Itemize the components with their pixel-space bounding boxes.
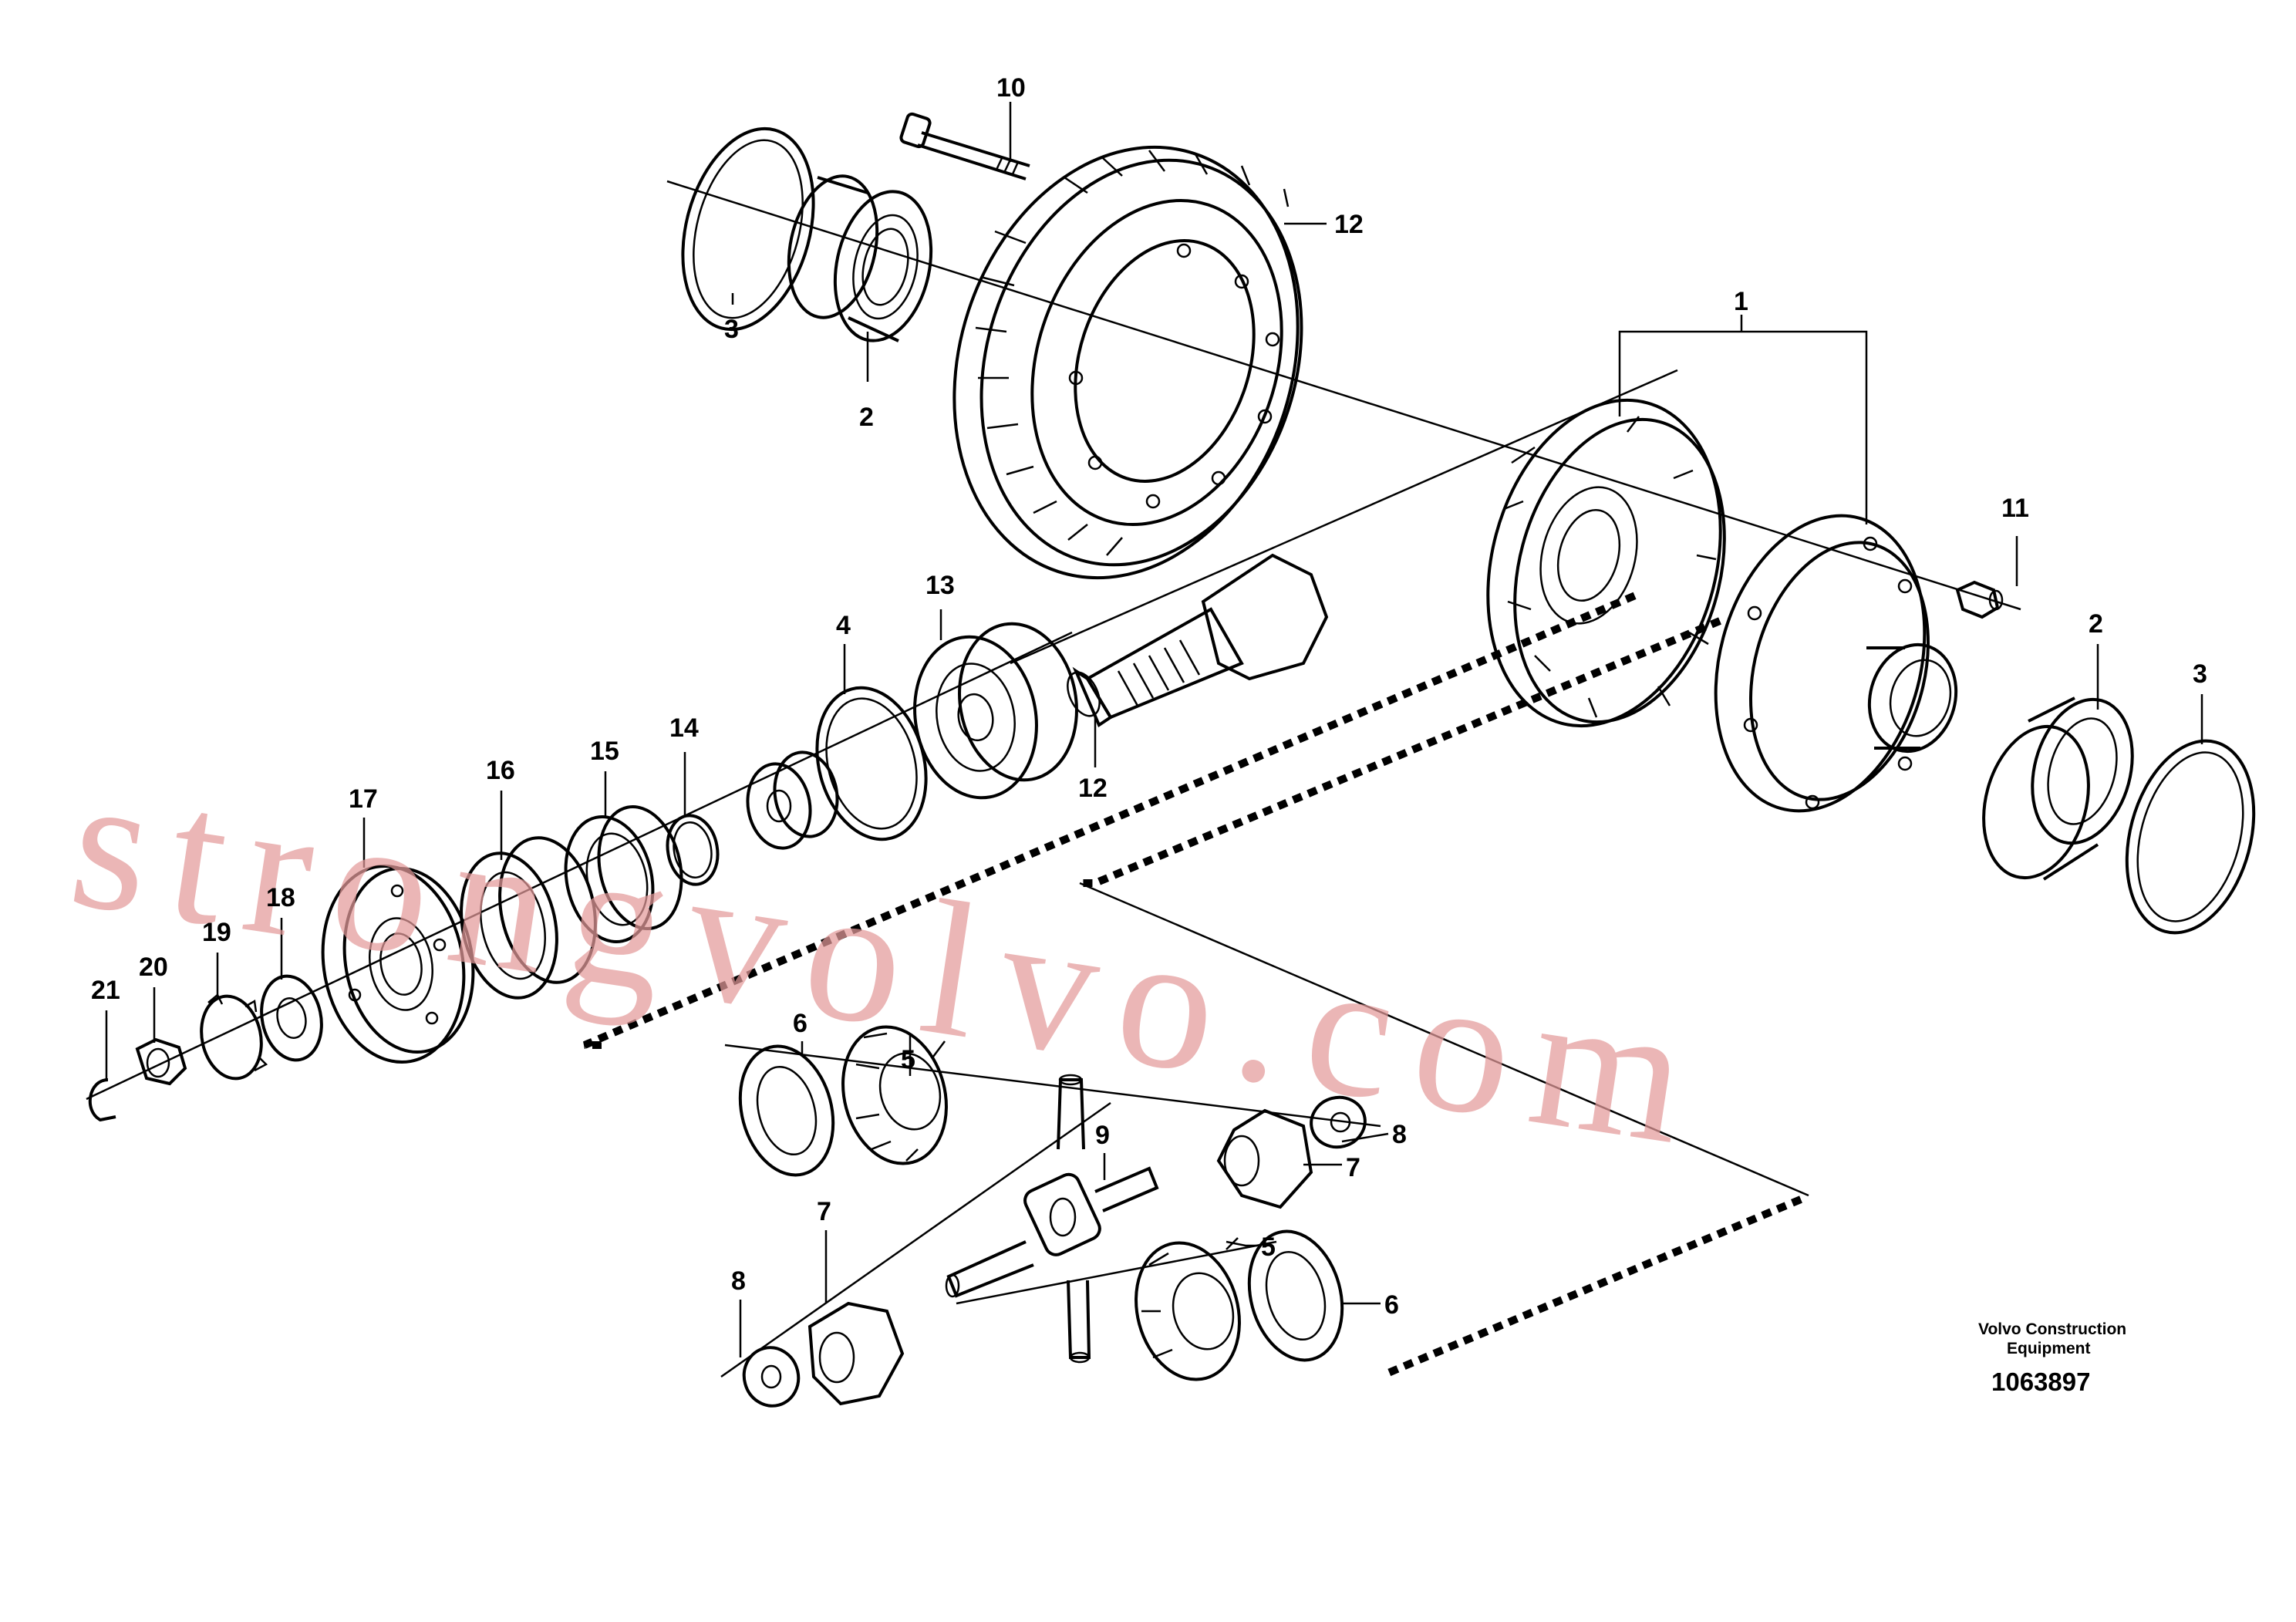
caption-block: Volvo Construction Equipment 1063897: [1978, 1320, 2126, 1396]
spacer: [746, 750, 839, 850]
pinion-gear-7-top: [1216, 1108, 1313, 1209]
callout-labels: 10 12 1 3 2 11 2 3 13 4 12 15 14 16 17 1…: [91, 73, 2207, 1320]
washer-18: [260, 974, 323, 1062]
callout-5-bottom: 5: [1261, 1233, 1276, 1262]
callout-12-pinion: 12: [1078, 774, 1108, 803]
pinion-gear-7-bottom: [807, 1301, 905, 1406]
thrust-washer-6-bottom: [1247, 1229, 1344, 1362]
leader-lines: [105, 102, 2203, 1357]
snap-ring-3-right: [2125, 739, 2256, 935]
callout-2-top-left: 2: [859, 403, 874, 432]
snap-ring-3-left: [681, 126, 815, 332]
callout-21: 21: [91, 976, 120, 1005]
callout-16: 16: [486, 756, 515, 785]
bearing-2-right: [1982, 696, 2134, 881]
thrust-washer-6-top: [738, 1044, 835, 1177]
lock-washer-19: [200, 993, 268, 1081]
callout-3-right: 3: [2193, 659, 2207, 689]
diff-housing-1-left: [1486, 398, 1726, 728]
callout-15: 15: [590, 737, 619, 766]
o-ring-14: [666, 814, 720, 886]
callout-13: 13: [925, 571, 955, 600]
callout-18: 18: [266, 883, 295, 912]
snap-ring-4: [815, 686, 928, 841]
nut-20: [135, 1037, 187, 1086]
callout-6-bottom: 6: [1384, 1290, 1399, 1320]
callout-2-right: 2: [2089, 609, 2103, 639]
callout-14: 14: [669, 713, 699, 743]
callout-6-top: 6: [793, 1009, 807, 1038]
assembly-chain-lines: [583, 590, 1809, 1377]
callout-19: 19: [202, 918, 231, 947]
callout-7-bottom: 7: [817, 1197, 831, 1226]
nut-11: [1955, 580, 2004, 619]
callout-8-bottom: 8: [731, 1266, 746, 1296]
bearing-13: [913, 622, 1078, 800]
callout-3-top-left: 3: [724, 315, 739, 344]
watermark-text: strongvolvo.com: [59, 733, 1721, 1188]
crown-wheel-12: [952, 145, 1303, 580]
callout-4: 4: [836, 611, 851, 640]
bolt-10: [899, 112, 1030, 180]
drawing-number: 1063897: [1991, 1367, 2090, 1396]
callout-7-top: 7: [1346, 1153, 1360, 1182]
washer-8-top: [1310, 1095, 1367, 1149]
pinion-12: [1067, 553, 1329, 727]
circlip-21: [88, 1078, 116, 1122]
callout-10: 10: [996, 73, 1026, 103]
side-gear-5-bottom: [1135, 1237, 1241, 1381]
axis-lines: [86, 180, 2021, 1378]
side-gear-5-top: [841, 1025, 948, 1165]
washer-8-bottom: [742, 1346, 801, 1408]
flange-17: [321, 864, 475, 1064]
callout-5-top: 5: [901, 1045, 915, 1074]
callout-1: 1: [1734, 287, 1748, 316]
callout-11: 11: [2001, 494, 2029, 523]
caption-line-2: Equipment: [2007, 1340, 2091, 1357]
callout-20: 20: [139, 953, 168, 982]
diff-housing-1-right: [1714, 514, 1958, 813]
callout-12-top: 12: [1334, 210, 1364, 239]
spider-cross-9: [945, 1074, 1159, 1364]
callout-17: 17: [349, 784, 378, 814]
callout-8-top: 8: [1392, 1120, 1407, 1149]
callout-9: 9: [1095, 1121, 1110, 1150]
caption-line-1: Volvo Construction: [1978, 1320, 2126, 1338]
seal-16: [460, 836, 597, 1000]
